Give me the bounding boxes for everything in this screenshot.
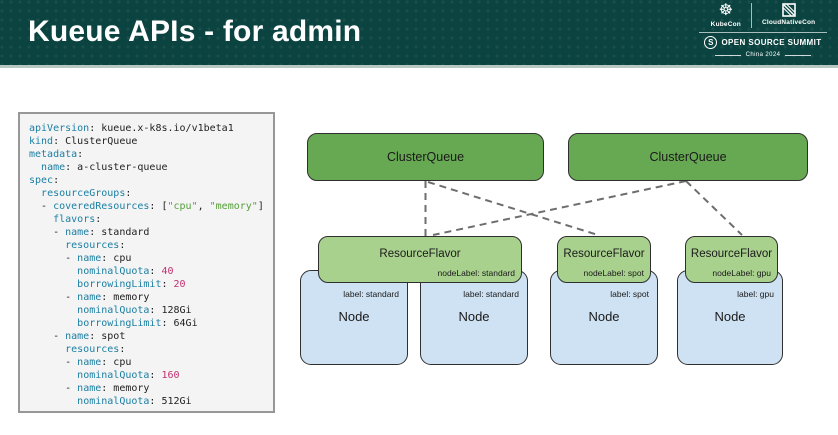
node-title: Node [588,309,620,324]
node-box-spot: label: spot Node [550,270,658,365]
cluster-queue-box-1: ClusterQueue [307,133,544,181]
location-label: China 2024 [745,52,781,58]
resource-flavor-node-label: nodeLabel: gpu [712,268,771,278]
cloudnativecon-label: CloudNativeCon [761,19,816,26]
node-title: Node [338,309,370,324]
node-box-standard-2: label: standard Node [420,270,528,365]
slide-title: Kueue APIs - for admin [28,15,362,48]
node-label: label: spot [610,289,649,299]
kubecon-logo: ☸ KubeCon [710,2,741,29]
summit-label: OPEN SOURCE SUMMIT [721,38,822,47]
location-dash-left [714,54,741,56]
conference-location: China 2024 [714,52,812,58]
summit-s-icon: S [704,36,718,49]
resource-flavor-label: ResourceFlavor [690,248,773,260]
node-label: label: gpu [737,289,774,299]
conference-logo-row: ☸ KubeCon CloudNativeCon [711,3,816,31]
node-label: label: standard [463,289,519,299]
node-box-gpu: label: gpu Node [677,270,783,365]
node-label: label: standard [343,289,399,299]
conference-logos: ☸ KubeCon CloudNativeCon S OPEN SOURCE S… [696,3,830,58]
location-dash-right [785,54,812,56]
resource-flavor-node-label: nodeLabel: spot [583,268,645,278]
resource-flavor-box-spot: ResourceFlavor nodeLabel: spot [557,236,651,283]
cloudnativecon-cube-icon [781,3,796,17]
resource-flavor-label: ResourceFlavor [379,248,461,260]
resource-flavor-node-label: nodeLabel: standard [437,268,515,278]
node-title: Node [458,309,490,324]
connector-cq1-rf2 [427,181,599,236]
open-source-summit-logo: S OPEN SOURCE SUMMIT [704,36,821,49]
node-title: Node [714,309,746,324]
logo-horizontal-divider [699,32,827,33]
node-box-standard-1: label: standard Node [300,270,408,365]
kubecon-wheel-icon: ☸ [718,2,733,19]
resource-flavor-box-gpu: ResourceFlavor nodeLabel: gpu [685,236,778,283]
resource-flavor-label: ResourceFlavor [563,248,645,260]
connector-cq2-rf3 [685,180,743,236]
cluster-queue-label: ClusterQueue [386,150,465,164]
resource-flavor-box-standard: ResourceFlavor nodeLabel: standard [318,236,522,283]
cloudnativecon-logo: CloudNativeCon [762,3,815,28]
slide-header: Kueue APIs - for admin ☸ KubeCon CloudNa… [0,0,838,68]
logo-divider [750,3,752,28]
connector-cq2-rf1 [432,180,687,236]
cluster-queue-label: ClusterQueue [649,150,727,164]
cluster-queue-box-2: ClusterQueue [568,133,808,181]
kubecon-label: KubeCon [710,21,741,28]
